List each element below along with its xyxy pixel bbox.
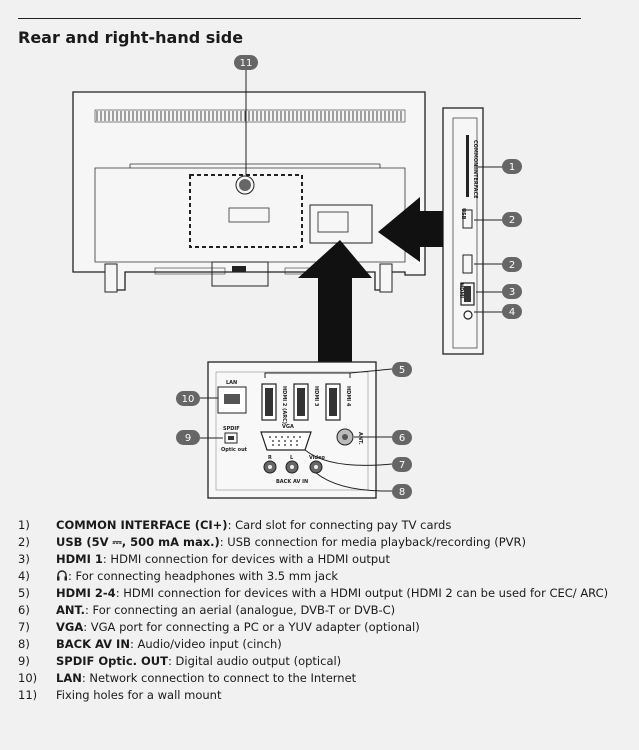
- badge-3: 3: [502, 284, 522, 299]
- side-label-usb: USB: [460, 208, 466, 220]
- legend-item: 3)HDMI 1: HDMI connection for devices wi…: [18, 552, 390, 566]
- svg-text:6: 6: [399, 433, 405, 444]
- svg-text:3: 3: [509, 287, 515, 298]
- legend-list: 1)COMMON INTERFACE (CI+): Card slot for …: [18, 517, 618, 704]
- badge-1: 1: [502, 159, 522, 174]
- top-rule: [18, 18, 581, 19]
- legend-item: 5)HDMI 2-4: HDMI connection for devices …: [18, 586, 609, 600]
- badge-2-usb-lower: 2: [502, 257, 522, 272]
- badge-8: 8: [392, 484, 412, 499]
- legend-item: 10)LAN: Network connection to connect to…: [18, 671, 357, 685]
- badge-7: 7: [392, 457, 412, 472]
- badge-11: 11: [234, 55, 258, 70]
- panel-label-vga: VGA: [282, 424, 294, 430]
- legend-item: 9)SPDIF Optic. OUT: Digital audio output…: [18, 654, 342, 668]
- arrow-to-side-panel: [378, 197, 443, 262]
- headphones-icon: [57, 570, 67, 581]
- badge-10: 10: [176, 391, 200, 406]
- leader-lines: [200, 166, 502, 492]
- badge-6: 6: [392, 430, 412, 445]
- tv-side-panel: COMMON INTERFACE USB HDMI: [442, 107, 484, 355]
- connector-panel: LAN HDMI 2 (ARC) HDMI 3 HDMI 4 SPDIF Opt…: [207, 361, 393, 499]
- svg-text:8: 8: [399, 487, 405, 498]
- badge-4: 4: [502, 304, 522, 319]
- svg-text:4: 4: [509, 307, 515, 318]
- arrow-to-connector-panel: [298, 240, 372, 362]
- svg-text:10: 10: [182, 394, 195, 405]
- panel-label-video: Video: [309, 455, 325, 461]
- panel-label-l: L: [290, 455, 294, 461]
- badge-2-usb: 2: [502, 212, 522, 227]
- tv-back-outline: [72, 91, 426, 293]
- panel-label-optic: Optic out: [221, 447, 248, 453]
- panel-label-r: R: [268, 455, 272, 461]
- svg-text:1: 1: [509, 162, 515, 173]
- panel-label-backav: BACK AV IN: [276, 479, 308, 485]
- legend-item: 11)Fixing holes for a wall mount: [18, 688, 222, 702]
- panel-label-hdmi4: HDMI 4: [345, 386, 351, 407]
- svg-text:5: 5: [399, 365, 405, 376]
- legend-item: 6)ANT.: For connecting an aerial (analog…: [18, 603, 396, 617]
- svg-text:2: 2: [509, 215, 515, 226]
- page-title: Rear and right-hand side: [18, 28, 244, 47]
- legend-item: 4): For connecting headphones with 3.5 m…: [18, 569, 339, 583]
- badge-9: 9: [176, 430, 200, 445]
- panel-label-hdmi2: HDMI 2 (ARC): [281, 386, 287, 424]
- panel-label-lan: LAN: [226, 380, 237, 386]
- panel-label-ant: ANT.: [357, 432, 363, 445]
- legend-item: 1)COMMON INTERFACE (CI+): Card slot for …: [18, 518, 452, 532]
- svg-text:7: 7: [399, 460, 405, 471]
- badge-5: 5: [392, 362, 412, 377]
- svg-text:9: 9: [185, 433, 191, 444]
- tv-rear-diagram: COMMON INTERFACE USB HDMI LAN HDMI 2 (AR…: [72, 55, 522, 499]
- svg-text:11: 11: [240, 58, 253, 69]
- legend-item: 2)USB (5V ⎓, 500 mA max.): USB connectio…: [18, 535, 527, 549]
- legend-item: 8)BACK AV IN: Audio/video input (cinch): [18, 637, 282, 651]
- side-label-hdmi: HDMI: [458, 283, 464, 298]
- panel-label-hdmi3: HDMI 3: [313, 386, 319, 407]
- legend-item: 7)VGA: VGA port for connecting a PC or a…: [18, 620, 420, 634]
- side-label-ci: COMMON INTERFACE: [472, 140, 478, 199]
- panel-label-spdif: SPDIF: [223, 426, 240, 432]
- svg-text:2: 2: [509, 260, 515, 271]
